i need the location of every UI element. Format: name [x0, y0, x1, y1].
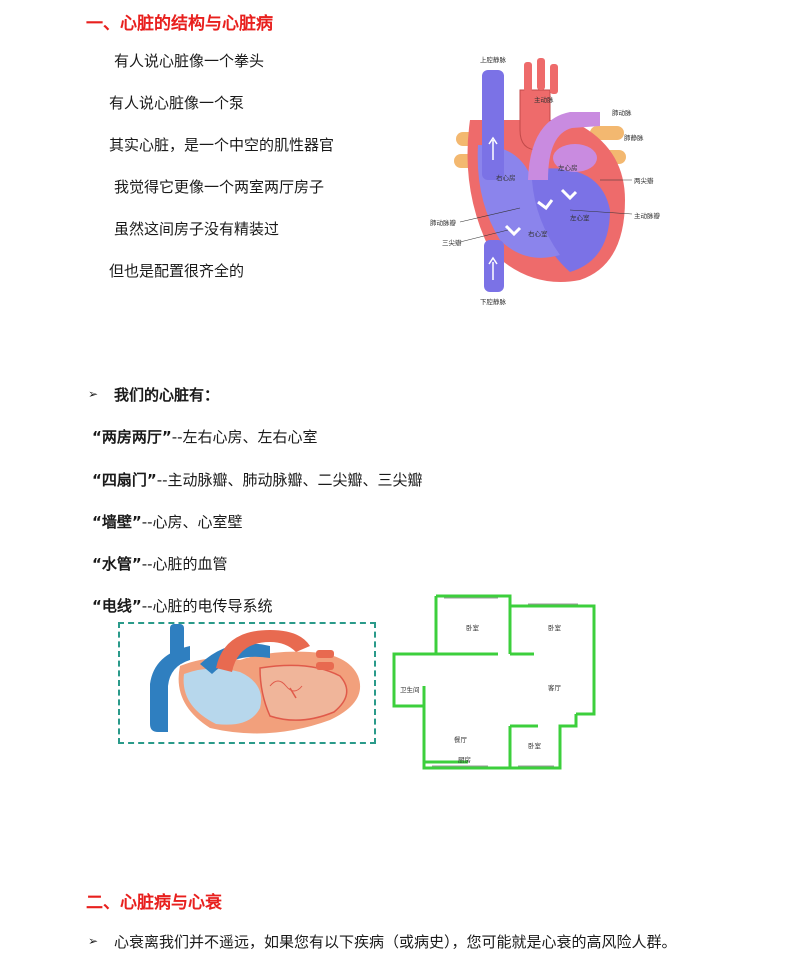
- flow-arrow: [289, 687, 297, 699]
- room-dining: 餐厅: [454, 735, 468, 744]
- label-svc: 上腔静脉: [480, 55, 507, 64]
- valve-hint: [269, 680, 303, 692]
- room-bedroom3: 卧室: [528, 741, 542, 750]
- aorta-branch-3: [550, 64, 558, 94]
- inferior-vena-cava: [484, 240, 504, 292]
- intro-line-4: 我觉得它更像一个两室两厅房子: [114, 178, 325, 196]
- label-pulm-valve: 肺动脉瓣: [430, 218, 457, 227]
- label-tricuspid: 三尖瓣: [442, 238, 462, 247]
- room-living: 客厅: [548, 683, 562, 692]
- aorta-branch-1: [524, 62, 532, 92]
- vena-cava: [150, 646, 190, 732]
- part-item-1: “两房两厅”--左右心房、左右心室: [92, 426, 318, 447]
- part-term: “电线”: [92, 597, 142, 615]
- part-desc: --心房、心室壁: [141, 513, 243, 531]
- part-desc: --心脏的电传导系统: [141, 597, 273, 615]
- heart-illustration: [150, 624, 361, 734]
- section2-title: 二、心脏病与心衰: [86, 893, 222, 913]
- section2-bullet-icon: ➢: [88, 934, 99, 948]
- left-chamber: [259, 664, 348, 721]
- label-lv: 左心室: [570, 213, 590, 222]
- part-item-5: “电线”--心脏的电传导系统: [92, 595, 273, 616]
- heart-anatomy-diagram: 上腔静脉 主动脉 肺动脉 肺静脉 右心房 左心房 两尖瓣 主动脉瓣 肺动脉瓣 左…: [430, 55, 661, 306]
- label-aortic-valve: 主动脉瓣: [634, 211, 661, 220]
- label-rv: 右心室: [528, 229, 548, 238]
- label-line-aortic-valve: [569, 209, 633, 215]
- intro-line-3: 其实心脏，是一个中空的肌性器官: [109, 136, 335, 154]
- label-bicuspid: 两尖瓣: [634, 176, 654, 185]
- room-bedroom1: 卧室: [466, 623, 480, 632]
- valve-bicuspid: [560, 188, 578, 201]
- arrow-up: [488, 136, 498, 160]
- section2-text: 心衰离我们并不遥远，如果您有以下疾病（或病史），您可能就是心衰的高风险人群。: [114, 933, 677, 951]
- intro-line-6: 但也是配置很齐全的: [109, 262, 245, 280]
- red-vessel-1: [316, 650, 334, 658]
- label-line-pulm-valve: [459, 207, 521, 223]
- superior-vena-cava: [482, 70, 504, 180]
- valve-aortic: [537, 199, 554, 211]
- label-la: 左心房: [558, 163, 578, 172]
- part-term: “两房两厅”: [92, 428, 172, 446]
- part-desc: --心脏的血管: [141, 555, 228, 573]
- label-ivc: 下腔静脉: [480, 297, 507, 306]
- part-desc: --左右心房、左右心室: [171, 428, 318, 446]
- label-aorta: 主动脉: [534, 95, 554, 104]
- part-desc: --主动脉瓣、肺动脉瓣、二尖瓣、三尖瓣: [156, 471, 423, 489]
- arrow-ivc: [488, 256, 498, 280]
- heart-illustration-frame: [118, 622, 376, 744]
- label-line-tricuspid: [459, 229, 509, 243]
- wall-top-left-room: [436, 594, 512, 654]
- aorta-branch-2: [537, 58, 545, 90]
- intro-line-2: 有人说心脏像一个泵: [109, 94, 245, 112]
- wall-top-right-room: [510, 604, 596, 716]
- aorta-arch: [216, 630, 310, 672]
- left-atrium: [553, 144, 597, 172]
- part-item-4: “水管”--心脏的血管: [92, 553, 228, 574]
- floor-plan: 卧室 卧室 卫生间 客厅 餐厅 卧室 厨房: [392, 594, 596, 770]
- part-item-2: “四扇门”--主动脉瓣、肺动脉瓣、二尖瓣、三尖瓣: [92, 469, 423, 490]
- red-vessel-2: [316, 662, 334, 670]
- intro-line-5: 虽然这间房子没有精装过: [114, 220, 280, 238]
- parts-heading: 我们的心脏有：: [114, 386, 220, 404]
- label-pulm-artery: 肺动脉: [612, 108, 632, 117]
- pulm-vein-right-1: [590, 126, 624, 140]
- pulmonary-artery: [528, 112, 600, 180]
- right-chamber: [183, 668, 262, 725]
- room-kitchen: 厨房: [458, 755, 471, 764]
- part-term: “四扇门”: [92, 471, 157, 489]
- intro-line-1: 有人说心脏像一个拳头: [114, 52, 265, 70]
- label-ra: 右心房: [496, 173, 516, 182]
- svc-vessel: [170, 624, 184, 664]
- wall-outer-left: [392, 596, 578, 770]
- part-term: “水管”: [92, 555, 142, 573]
- section1-title: 一、心脏的结构与心脏病: [86, 14, 273, 34]
- parts-bullet-icon: ➢: [88, 387, 99, 401]
- room-bathroom: 卫生间: [400, 685, 420, 694]
- label-pulm-vein: 肺静脉: [624, 133, 644, 142]
- valve-tricuspid: [504, 224, 522, 237]
- part-term: “墙壁”: [92, 513, 142, 531]
- room-bedroom2: 卧室: [548, 623, 562, 632]
- part-item-3: “墙壁”--心房、心室壁: [92, 511, 243, 532]
